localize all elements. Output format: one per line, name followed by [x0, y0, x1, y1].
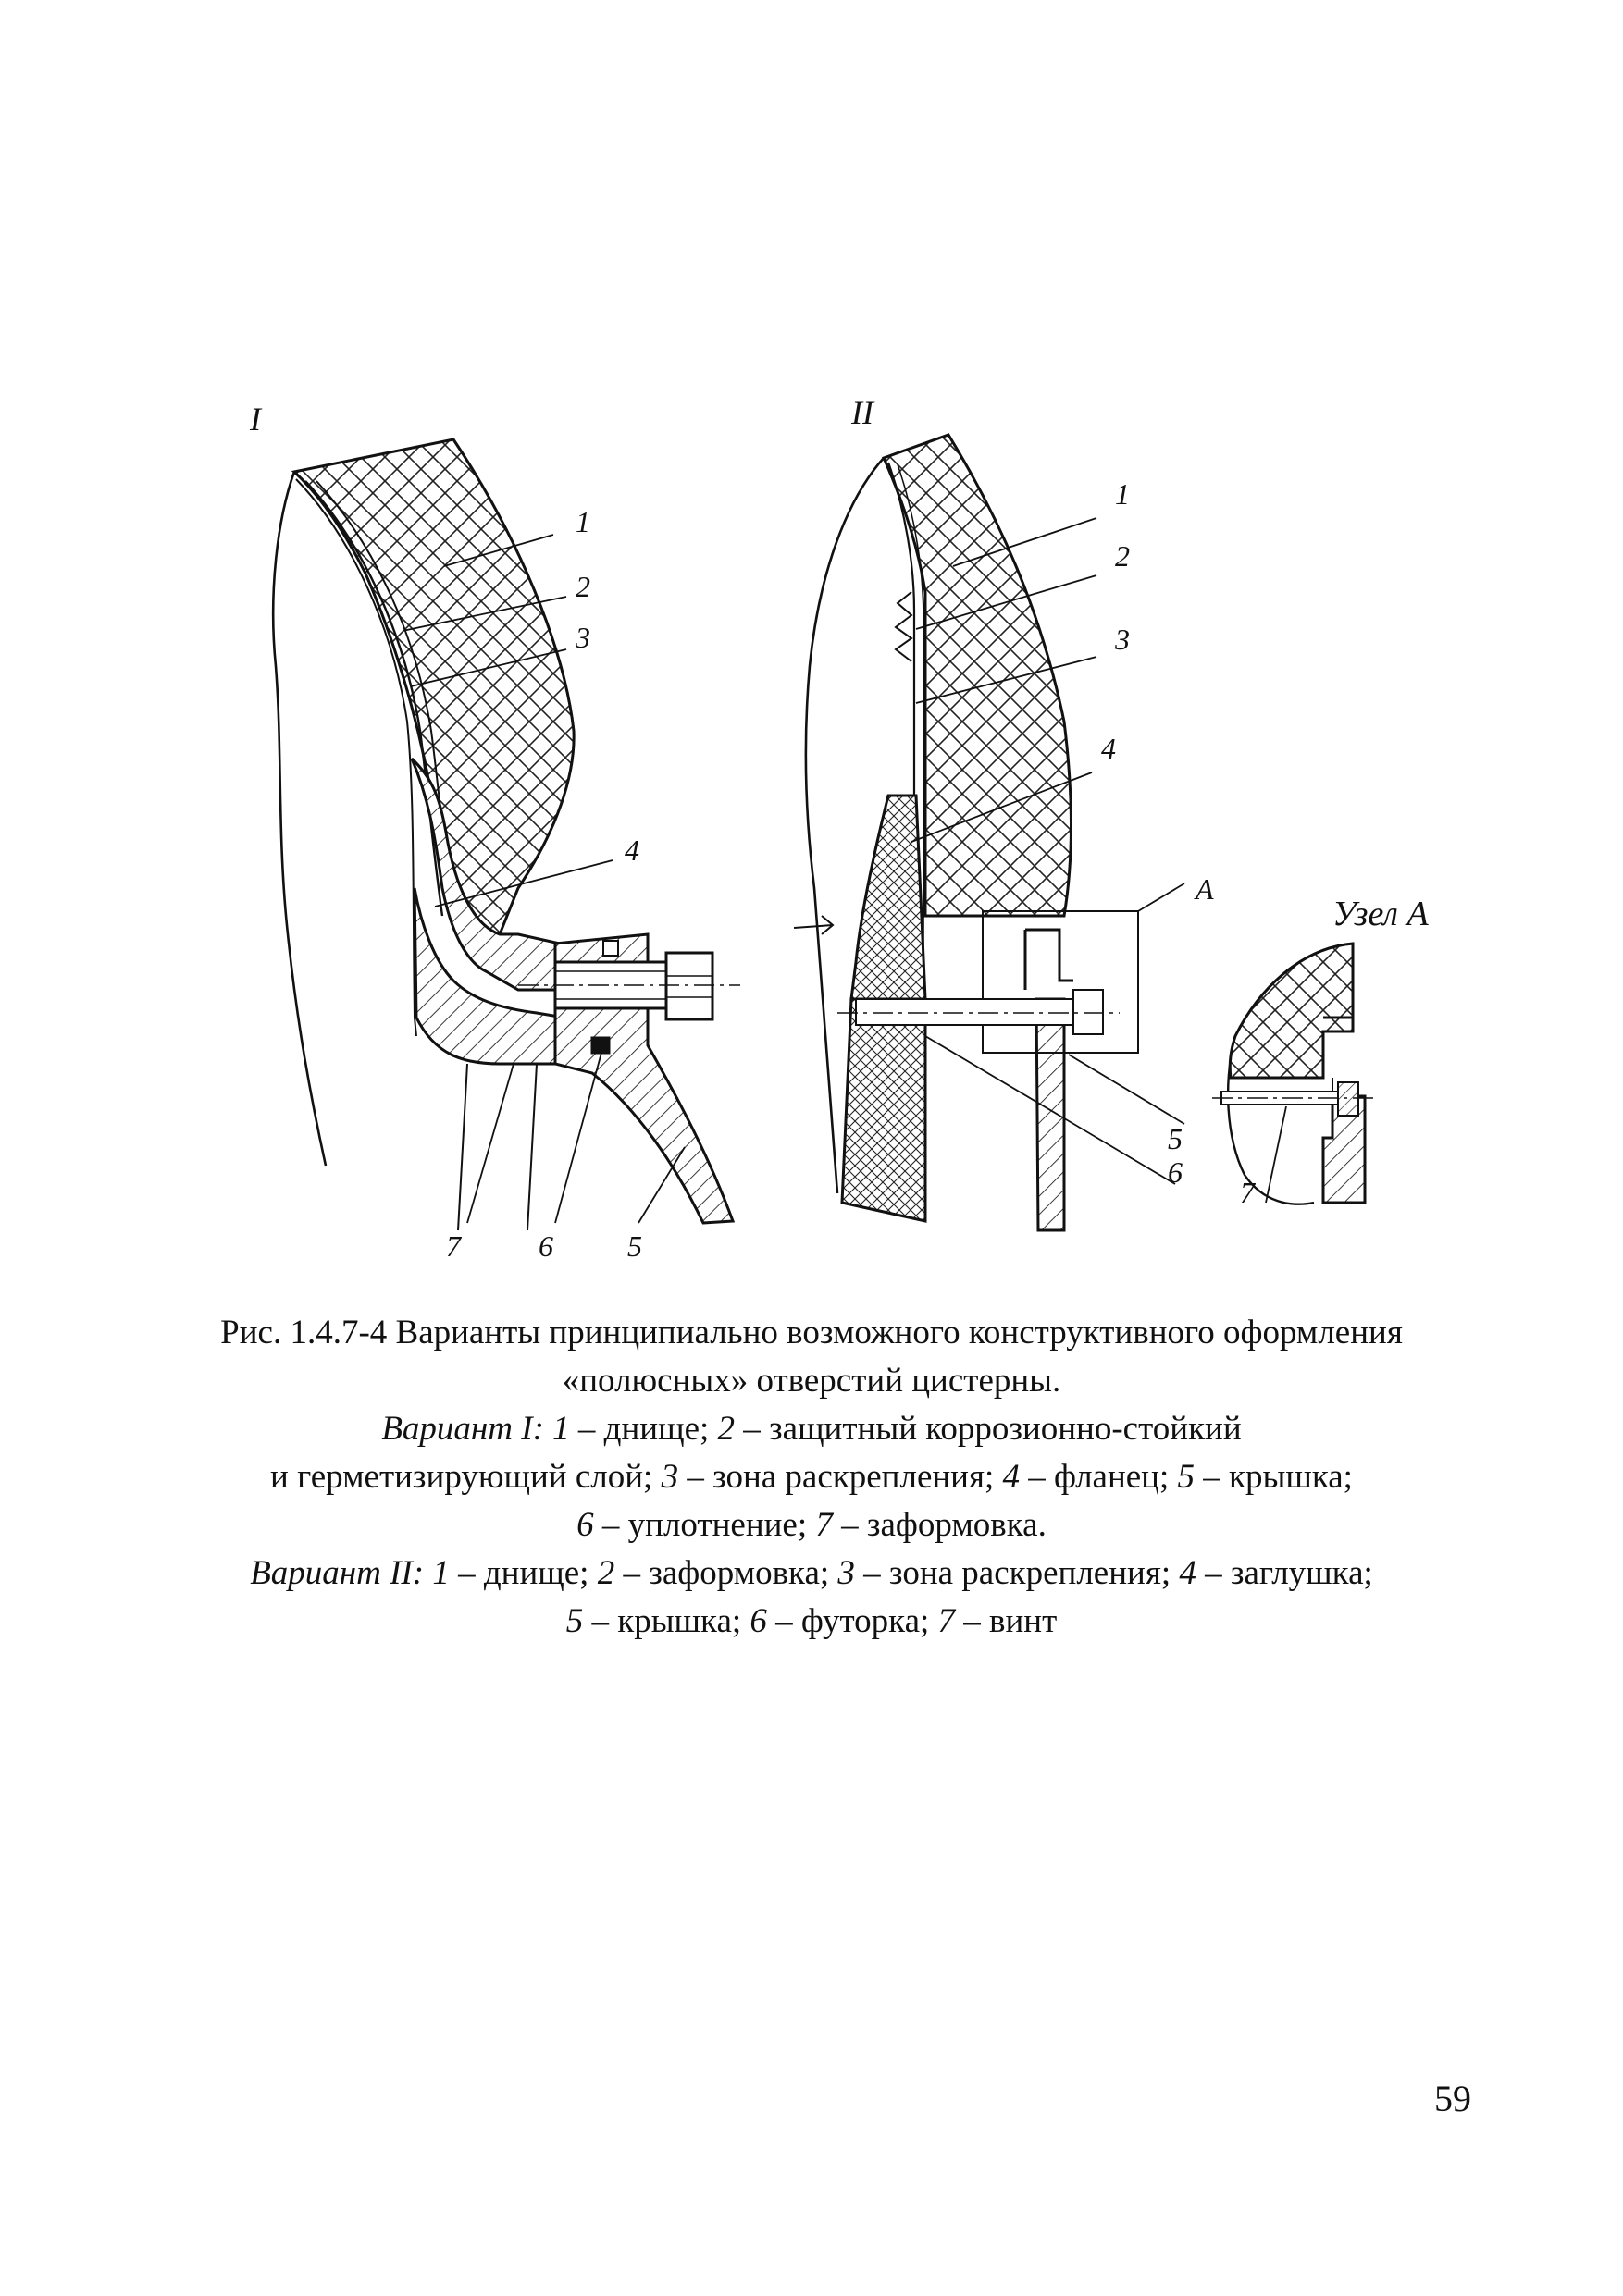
v2-part-label-5: 5 — [1168, 1122, 1183, 1155]
node-a-drawing — [1212, 942, 1374, 1205]
v1-part-label-7: 7 — [446, 1229, 463, 1263]
caption-text: – заформовка; — [614, 1554, 838, 1592]
caption-text: – зона раскрепления; — [854, 1554, 1180, 1592]
v2-part-label-2: 2 — [1115, 539, 1130, 573]
caption-num: 2 — [717, 1410, 736, 1448]
v2-part-label-3: 3 — [1114, 623, 1130, 656]
v2-part-label-1: 1 — [1115, 477, 1130, 511]
caption-num: 4 — [1002, 1458, 1021, 1496]
v2-part-label-6: 6 — [1168, 1155, 1183, 1189]
caption-num: 2 — [597, 1554, 615, 1592]
technical-figure: I 1 2 3 4 5 6 7 — [249, 394, 1429, 1263]
caption-num: 7 — [937, 1602, 956, 1640]
node-a-part-label-7: 7 — [1240, 1176, 1257, 1209]
caption-text: – днище; — [449, 1554, 598, 1592]
caption-text: – крышка; — [1195, 1458, 1353, 1496]
caption-text: – крышка; — [583, 1602, 750, 1640]
variant-1-heading: Вариант I: — [381, 1410, 544, 1448]
caption-text: – заглушка; — [1196, 1554, 1373, 1592]
caption-text: – зона раскрепления; — [678, 1458, 1003, 1496]
v1-part-label-5: 5 — [627, 1229, 642, 1263]
caption-num: 6 — [750, 1602, 767, 1640]
caption-num: 5 — [1177, 1458, 1196, 1496]
figure-caption: Рис. 1.4.7-4 Варианты принципиально возм… — [167, 1309, 1456, 1646]
caption-num: 1 — [552, 1410, 570, 1448]
variant-1-label: I — [249, 401, 263, 438]
caption-text: – уплотнение; — [593, 1506, 816, 1544]
caption-text: – заформовка. — [832, 1506, 1047, 1544]
variant-1-drawing — [271, 438, 740, 1231]
caption-num: 3 — [837, 1554, 855, 1592]
v1-part-label-6: 6 — [539, 1229, 553, 1263]
caption-num: 1 — [432, 1554, 450, 1592]
caption-line-2: «полюсных» отверстий цистерны. — [562, 1362, 1061, 1400]
caption-line-4: и герметизирующий слой; 3 – зона раскреп… — [167, 1453, 1456, 1501]
v2-part-label-4: 4 — [1101, 732, 1116, 765]
v1-part-label-3: 3 — [575, 621, 590, 654]
v1-part-label-2: 2 — [576, 570, 590, 603]
caption-num: 3 — [661, 1458, 679, 1496]
page-number: 59 — [1434, 2078, 1471, 2119]
caption-text: – фланец; — [1020, 1458, 1178, 1496]
variant-2-heading: Вариант II: — [250, 1554, 425, 1592]
v1-part-label-1: 1 — [576, 505, 590, 538]
node-a-reference: A — [1194, 872, 1214, 906]
caption-line-6: Вариант II: 1 – днище; 2 – заформовка; 3… — [167, 1549, 1456, 1598]
caption-line-5: 6 – уплотнение; 7 – заформовка. — [167, 1501, 1456, 1549]
caption-line-7: 5 – крышка; 6 – футорка; 7 – винт — [167, 1598, 1456, 1646]
caption-text: – винт — [955, 1602, 1058, 1640]
caption-num: 5 — [565, 1602, 584, 1640]
caption-num: 4 — [1179, 1554, 1196, 1592]
caption-num: 7 — [815, 1506, 833, 1544]
caption-num: 6 — [576, 1506, 594, 1544]
caption-text: – защитный коррозионно-стойкий — [735, 1410, 1242, 1448]
caption-text: – футорка; — [766, 1602, 938, 1640]
caption-line-1: Рис. 1.4.7-4 Варианты принципиально возм… — [220, 1314, 1403, 1352]
caption-text: – днище; — [569, 1410, 718, 1448]
variant-2-label: II — [850, 394, 875, 431]
v1-part-label-4: 4 — [625, 833, 639, 867]
variant-2-drawing — [793, 433, 1185, 1232]
caption-line-3: Вариант I: 1 – днище; 2 – защитный корро… — [167, 1405, 1456, 1453]
node-a-title: Узел А — [1332, 895, 1429, 933]
caption-text: и герметизирующий слой; — [270, 1458, 662, 1496]
